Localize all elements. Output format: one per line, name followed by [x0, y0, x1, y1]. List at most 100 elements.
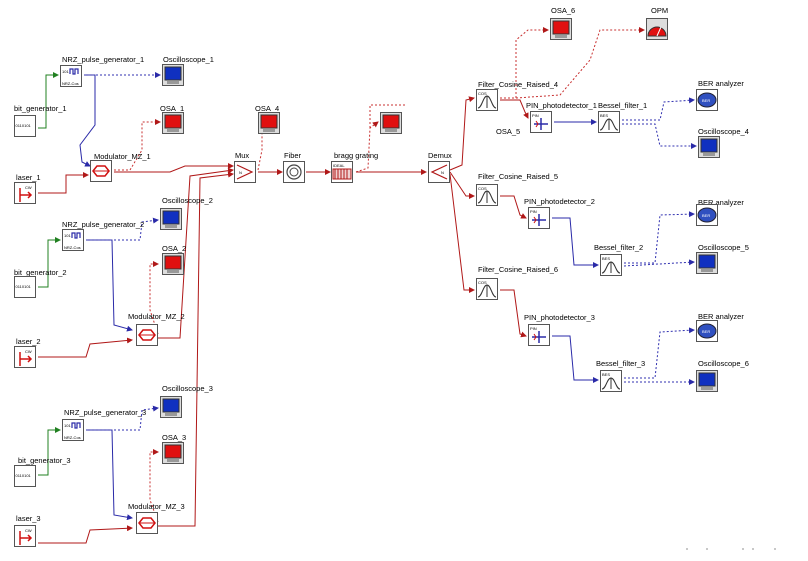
bessel-filter-1[interactable]: BES	[598, 111, 620, 133]
svg-text:N: N	[441, 170, 444, 175]
filter-cosine-raised-5[interactable]: COS	[476, 184, 498, 206]
pin-photodetector-1[interactable]: PIN	[530, 111, 552, 133]
oscilloscope-screen-icon	[162, 64, 184, 86]
bit-generator-2[interactable]: 0110101	[14, 276, 36, 298]
label-mod2: Modulator_MZ_2	[128, 312, 185, 321]
wire-bit2-nrz2	[38, 237, 61, 288]
bes-glyph: BES	[602, 256, 610, 261]
label-bes2: Bessel_filter_2	[594, 243, 644, 252]
pin-photodetector-3[interactable]: PIN	[528, 324, 550, 346]
optical-power-meter[interactable]	[646, 18, 668, 40]
osa-7[interactable]	[380, 112, 402, 134]
label-osc5: Oscilloscope_5	[698, 243, 749, 252]
bit-sequence-glyph: 0110101	[16, 473, 32, 478]
label-pin1: PIN_photodetector_1	[526, 101, 597, 110]
bit-generator-3[interactable]: 0110101	[14, 465, 36, 487]
modulator-mz-1[interactable]	[90, 160, 112, 182]
bragg-grating-icon: IDEAL	[331, 161, 353, 183]
spectrum-analyzer-screen-icon	[380, 112, 402, 134]
spectrum-analyzer-screen-icon	[258, 112, 280, 134]
nrz-bits-glyph: 101	[62, 69, 69, 74]
bessel-filter-2[interactable]: BES	[600, 254, 622, 276]
osa-3[interactable]	[162, 442, 184, 464]
oscilloscope-4[interactable]	[698, 136, 720, 158]
label-osa2: OSA_2	[162, 244, 187, 253]
label-bit1: bit_generator_1	[14, 104, 67, 113]
label-bit2: bit_generator_2	[14, 268, 67, 277]
oscilloscope-2[interactable]	[160, 208, 182, 230]
wire-bes3-ber3	[624, 327, 695, 379]
cw-glyph: CW	[25, 185, 32, 190]
label-osc2: Oscilloscope_2	[162, 196, 213, 205]
oscilloscope-3[interactable]	[160, 396, 182, 418]
bit-sequence-glyph: 0110101	[16, 123, 32, 128]
oscilloscope-screen-icon	[696, 252, 718, 274]
wire-pin2-bes2	[552, 217, 599, 268]
multiplexer-icon: N	[234, 161, 256, 183]
osa-4[interactable]	[258, 112, 280, 134]
osa-1[interactable]	[162, 112, 184, 134]
label-fiber: Fiber	[284, 151, 302, 160]
binary-sequence-icon: 0110101	[14, 115, 36, 137]
modulator-mz-3[interactable]	[136, 512, 158, 534]
fiber[interactable]	[283, 161, 305, 183]
multiplexer[interactable]: N	[234, 161, 256, 183]
ber-analyzer-3[interactable]: BER	[696, 320, 718, 342]
wire-bit3-nrz3	[38, 427, 61, 476]
photodiode-icon: PIN	[528, 324, 550, 346]
pin-glyph: PIN	[532, 113, 539, 118]
demultiplexer[interactable]: N	[428, 161, 450, 183]
bit-generator-1[interactable]: 0110101	[14, 115, 36, 137]
label-ber3: BER analyzer	[698, 312, 744, 321]
wire-bes1-osc4	[622, 123, 697, 149]
ber-analyzer-2[interactable]: BER	[696, 204, 718, 226]
label-bes3: Bessel_filter_3	[596, 359, 646, 368]
osa-2[interactable]	[162, 253, 184, 275]
filter-cosine-raised-6[interactable]: COS	[476, 278, 498, 300]
ber-analyzer-1[interactable]: BER	[696, 89, 718, 111]
pin-glyph: PIN	[530, 209, 537, 214]
ideal-glyph: IDEAL	[333, 163, 345, 168]
oscilloscope-screen-icon	[696, 370, 718, 392]
oscilloscope-1[interactable]	[162, 64, 184, 86]
bragg-grating[interactable]: IDEAL	[331, 161, 353, 183]
modulator-mz-2[interactable]	[136, 324, 158, 346]
photodiode-icon: PIN	[530, 111, 552, 133]
spectrum-analyzer-screen-icon	[162, 112, 184, 134]
laser-1[interactable]: CW	[14, 182, 36, 204]
label-mod1: Modulator_MZ_1	[94, 152, 151, 161]
oscilloscope-screen-icon	[160, 208, 182, 230]
wire-bit1-nrz1	[38, 72, 59, 129]
label-osa3: OSA_3	[162, 433, 187, 442]
label-mux: Mux	[235, 151, 250, 160]
raised-cosine-filter-icon: COS	[476, 184, 498, 206]
label-bes1: Bessel_filter_1	[598, 101, 648, 110]
bes-glyph: BES	[602, 372, 610, 377]
pin-glyph: PIN	[530, 326, 537, 331]
oscilloscope-5[interactable]	[696, 252, 718, 274]
laser-2[interactable]: CW	[14, 346, 36, 368]
pin-photodetector-2[interactable]: PIN	[528, 207, 550, 229]
wire-mod2-mux	[158, 167, 234, 339]
osa-6[interactable]	[550, 18, 572, 40]
bessel-filter-3[interactable]: BES	[600, 370, 622, 392]
filter-cosine-raised-4[interactable]: COS	[476, 89, 498, 111]
laser-3[interactable]: CW	[14, 525, 36, 547]
oscilloscope-6[interactable]	[696, 370, 718, 392]
oscilloscope-screen-icon	[698, 136, 720, 158]
wire-mod1-osa1	[114, 119, 161, 171]
wire-bes2-osc5	[623, 259, 695, 267]
label-laser3: laser_3	[16, 514, 41, 523]
photodiode-icon: PIN	[528, 207, 550, 229]
cw-laser-icon: CW	[14, 346, 36, 368]
cw-laser-icon: CW	[14, 182, 36, 204]
wire-bragg-osa7	[355, 121, 379, 173]
wire-fcr4-pin1	[500, 99, 529, 119]
